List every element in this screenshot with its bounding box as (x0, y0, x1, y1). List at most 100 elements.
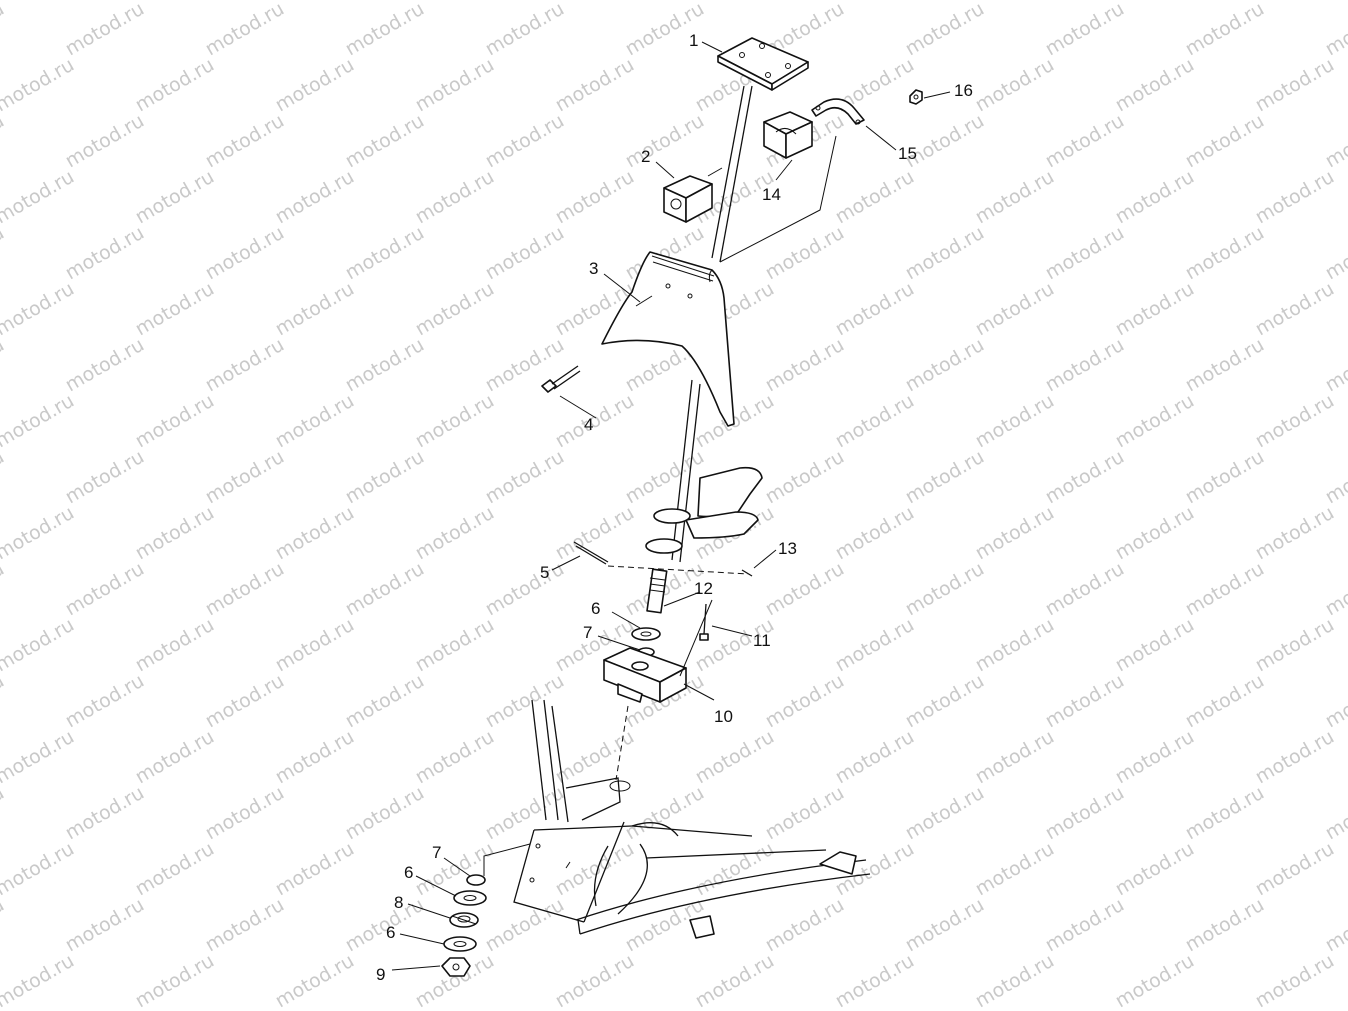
watermark-text: motod.ru (62, 670, 148, 733)
callout-2: 2 (641, 147, 650, 166)
watermark-text: motod.ru (412, 166, 498, 229)
watermark-text: motod.ru (1182, 222, 1268, 285)
watermark-text: motod.ru (1112, 838, 1198, 901)
watermark-text: motod.ru (1252, 166, 1338, 229)
watermark-text: motod.ru (132, 166, 218, 229)
callout-6-lower-b: 6 (386, 923, 395, 942)
watermark-text: motod.ru (62, 782, 148, 845)
watermark-text: motod.ru (692, 838, 778, 901)
watermark-text: motod.ru (1182, 782, 1268, 845)
watermark-text: motod.ru (132, 838, 218, 901)
watermark-text: motod.ru (202, 110, 288, 173)
watermark-text: motod.ru (1252, 950, 1338, 1011)
callout-16: 16 (954, 81, 973, 100)
watermark-text: motod.ru (0, 278, 78, 341)
steering-shaft-upper (711, 85, 753, 263)
watermark-text: motod.ru (62, 894, 148, 957)
watermark-text: motod.ru (412, 502, 498, 565)
watermark-text: motod.ru (1252, 390, 1338, 453)
watermark-text: motod.ru (832, 390, 918, 453)
watermark-text: motod.ru (762, 222, 848, 285)
watermark-text: motod.ru (832, 614, 918, 677)
watermark-text: motod.ru (0, 670, 8, 733)
watermark-text: motod.ru (1322, 446, 1348, 509)
watermark-text: motod.ru (972, 278, 1058, 341)
watermark-text: motod.ru (832, 502, 918, 565)
watermark-text: motod.ru (0, 0, 78, 4)
part-bolt-11 (699, 603, 709, 641)
watermark-text: motod.ru (132, 278, 218, 341)
watermark-text: motod.ru (272, 390, 358, 453)
watermark-text: motod.ru (62, 110, 148, 173)
watermark-text: motod.ru (0, 446, 8, 509)
callout-4: 4 (584, 415, 593, 434)
watermark-text: motod.ru (1112, 726, 1198, 789)
watermark-text: motod.ru (1322, 334, 1348, 397)
watermark-text: motod.ru (0, 614, 78, 677)
watermark-text: motod.ru (0, 0, 8, 60)
watermark-text: motod.ru (902, 334, 988, 397)
watermark-text: motod.ru (1322, 0, 1348, 60)
watermark-text: motod.ru (272, 950, 358, 1011)
watermark-text: motod.ru (1112, 614, 1198, 677)
watermark-text: motod.ru (1322, 558, 1348, 621)
part-u-clamp (811, 98, 865, 125)
watermark-text: motod.ru (482, 894, 568, 957)
watermark-text: motod.ru (482, 110, 568, 173)
watermark-text: motod.ru (412, 838, 498, 901)
watermark-text: motod.ru (272, 166, 358, 229)
watermark-text: motod.ru (1042, 894, 1128, 957)
watermark-text: motod.ru (132, 502, 218, 565)
steering-shaft-lower (671, 379, 701, 563)
watermark-text: motod.ru (902, 222, 988, 285)
watermark-text: motod.ru (692, 950, 778, 1011)
part-washer-lower-b (443, 936, 477, 952)
watermark-text: motod.ru (972, 838, 1058, 901)
watermark-text: motod.ru (552, 726, 638, 789)
callout-6-upper: 6 (591, 599, 600, 618)
watermark-text: motod.ru (0, 502, 78, 565)
watermark-text: motod.ru (1182, 446, 1268, 509)
watermark-text: motod.ru (132, 0, 218, 4)
watermark-text: motod.ru (272, 726, 358, 789)
part-nut-lower (441, 957, 471, 977)
watermark-text: motod.ru (342, 334, 428, 397)
watermark-text: motod.ru (902, 558, 988, 621)
watermark-text: motod.ru (1322, 110, 1348, 173)
watermark-text: motod.ru (1112, 278, 1198, 341)
watermark-text: motod.ru (972, 726, 1058, 789)
part-cotter-pin (573, 541, 609, 565)
watermark-text: motod.ru (482, 446, 568, 509)
watermark-text: motod.ru (762, 894, 848, 957)
callout-10: 10 (714, 707, 733, 726)
part-castle-nut (449, 912, 479, 928)
watermark-text: motod.ru (1322, 222, 1348, 285)
watermark-text: motod.ru (1252, 614, 1338, 677)
watermark-text: motod.ru (412, 278, 498, 341)
watermark-text: motod.ru (832, 0, 918, 4)
watermark-text: motod.ru (0, 54, 78, 117)
watermark-text: motod.ru (0, 782, 8, 845)
watermark-text: motod.ru (762, 670, 848, 733)
watermark-text: motod.ru (62, 222, 148, 285)
watermark-text: motod.ru (1252, 502, 1338, 565)
callout-3: 3 (589, 259, 598, 278)
watermark-text: motod.ru (202, 670, 288, 733)
watermark-text: motod.ru (1182, 894, 1268, 957)
watermark-text: motod.ru (1252, 54, 1338, 117)
watermark-text: motod.ru (1252, 838, 1338, 901)
watermark-text: motod.ru (1182, 0, 1268, 60)
watermark-text: motod.ru (1322, 894, 1348, 957)
part-steering-block (603, 647, 687, 703)
callout-12: 12 (694, 579, 713, 598)
watermark-text: motod.ru (1322, 782, 1348, 845)
watermark-text: motod.ru (1322, 670, 1348, 733)
callout-14: 14 (762, 185, 781, 204)
watermark-text: motod.ru (972, 614, 1058, 677)
watermark-text: motod.ru (552, 950, 638, 1011)
watermark-text: motod.ru (1042, 0, 1128, 60)
watermark-text: motod.ru (1112, 502, 1198, 565)
watermark-text: motod.ru (272, 278, 358, 341)
part-bushing-half (763, 111, 813, 159)
